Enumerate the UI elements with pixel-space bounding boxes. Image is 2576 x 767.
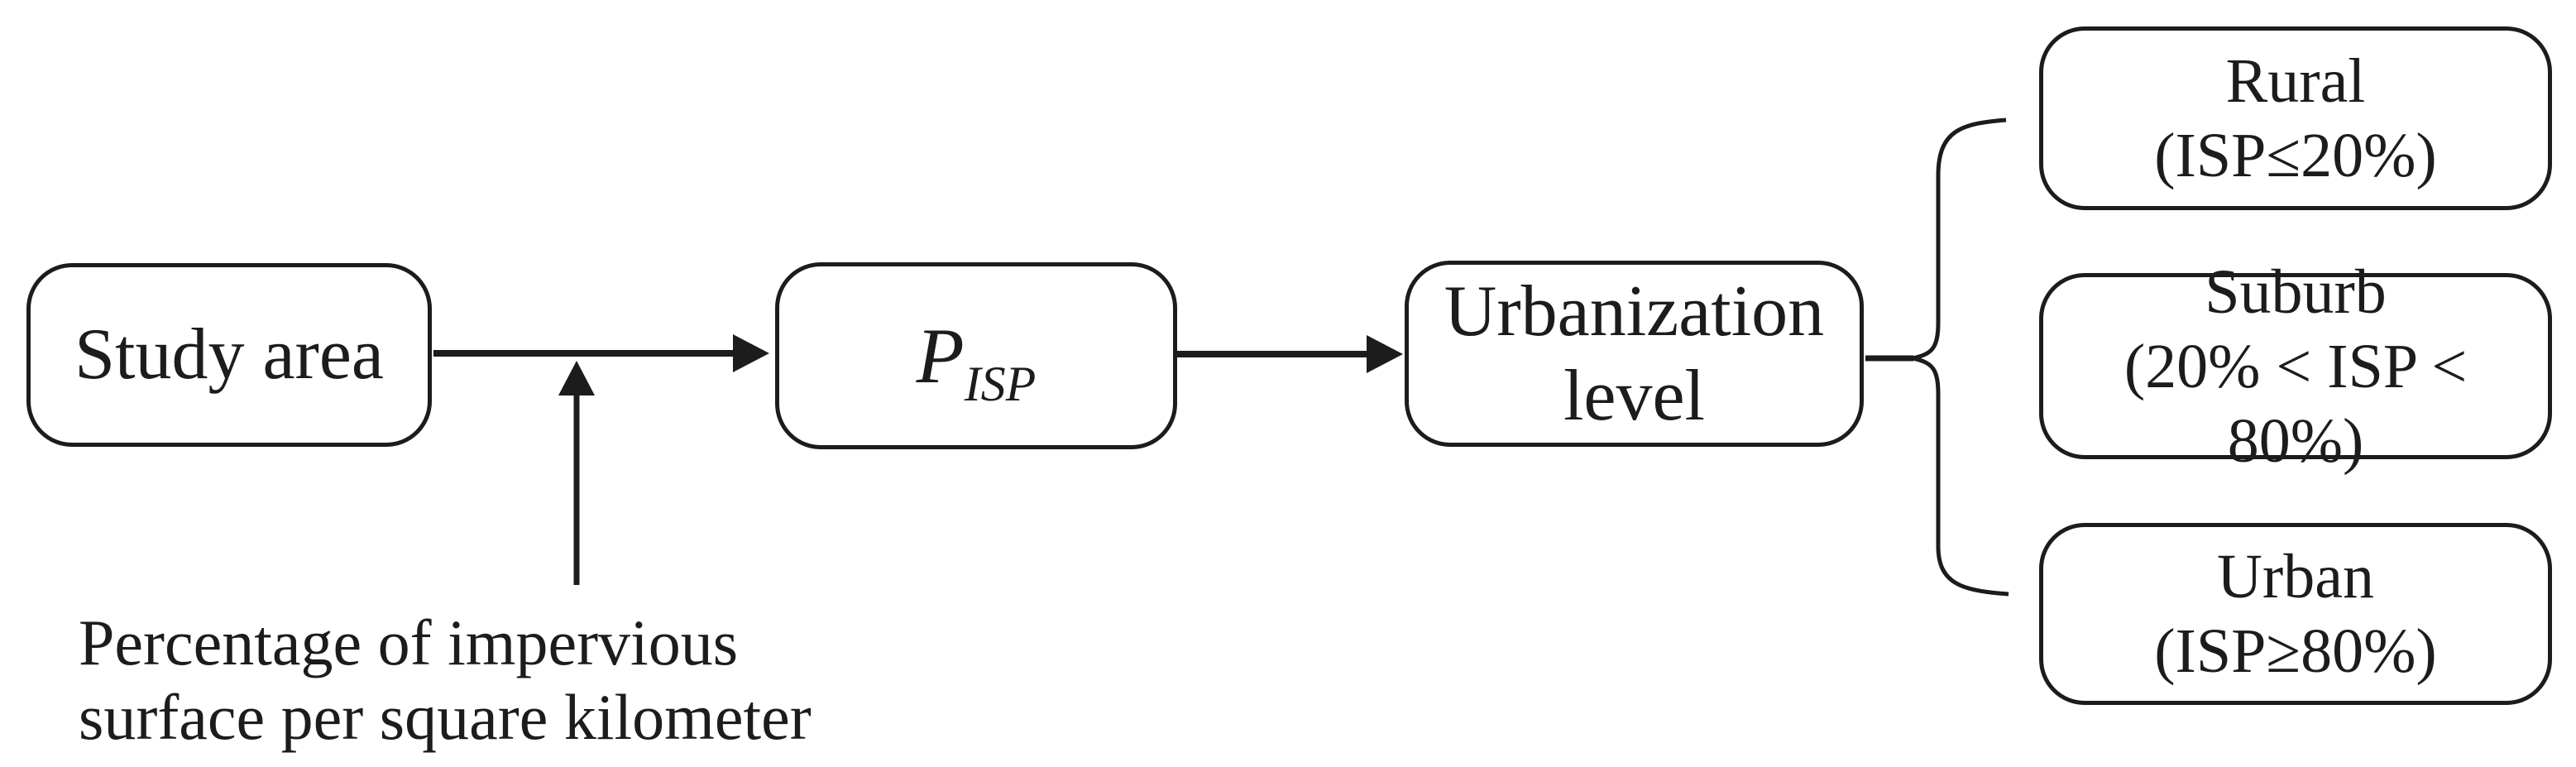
classification-brace <box>1912 117 2009 597</box>
node-urbanization-line-2: level <box>1563 355 1705 436</box>
node-urban-line-1: Urban <box>2217 542 2374 611</box>
node-suburb-line-2: (20% < ISP < <box>2124 331 2468 401</box>
node-suburb-line-3: 80%) <box>2227 405 2364 476</box>
node-rural-line-2: (ISP≤20%) <box>2154 121 2437 190</box>
arrow-isp-definition-head <box>558 361 595 395</box>
arrow-pisp-to-urbanization-head <box>1367 335 1403 373</box>
node-p-isp: PISP <box>775 262 1177 449</box>
node-p-isp-label: PISP <box>917 316 1037 411</box>
p-isp-symbol: P <box>916 311 965 400</box>
node-suburb-line-1: Suburb <box>2205 256 2387 327</box>
isp-definition-line-1: Percentage of impervious <box>79 606 739 678</box>
arrow-study-to-pisp-head <box>733 334 769 372</box>
node-urban-line-2: (ISP≥80%) <box>2154 616 2437 686</box>
node-rural: Rural (ISP≤20%) <box>2039 26 2552 210</box>
isp-definition-label: Percentage of impervious surface per squ… <box>79 606 812 755</box>
isp-definition-line-2: surface per square kilometer <box>79 681 812 753</box>
node-suburb: Suburb (20% < ISP < 80%) <box>2039 257 2552 476</box>
node-rural-line-1: Rural <box>2225 46 2366 116</box>
node-study-area: Study area <box>26 263 432 447</box>
node-study-area-label: Study area <box>74 314 384 395</box>
node-urbanization-line-1: Urbanization <box>1444 271 1825 352</box>
node-urban: Urban (ISP≥80%) <box>2039 523 2552 705</box>
p-isp-subscript: ISP <box>964 356 1037 411</box>
node-urbanization-level: Urbanization level <box>1405 261 1864 447</box>
